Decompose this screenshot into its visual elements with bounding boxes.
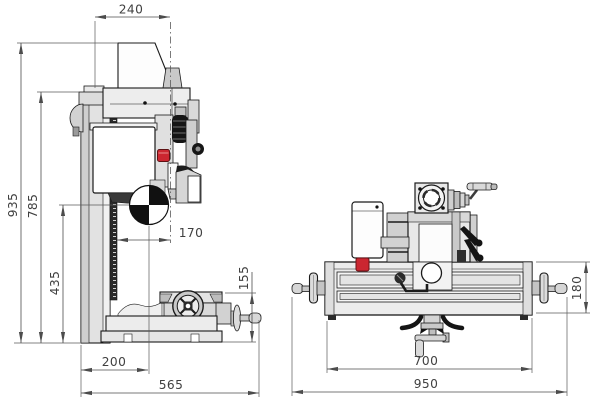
motor-housing-front — [351, 201, 410, 272]
dim-label-155: 155 — [237, 266, 251, 290]
spindle-crank-front — [447, 182, 498, 211]
spindle-nose-front — [394, 261, 453, 293]
dim-head-width-240: 240 — [94, 3, 170, 88]
dim-label-935: 935 — [6, 193, 20, 217]
x-handwheel-right — [531, 272, 568, 304]
dim-throat-depth-170: 170 — [117, 226, 203, 243]
dim-total-height-935: 935 — [6, 42, 118, 344]
dim-label-180: 180 — [570, 276, 584, 300]
lock-levers-front — [460, 226, 484, 262]
side-view: 240 935 785 435 170 — [6, 3, 262, 397]
dim-table-height-155: 155 — [222, 266, 256, 343]
front-view: 180 700 950 — [291, 182, 590, 396]
table-foot-right — [520, 315, 528, 320]
column-boss — [69, 103, 84, 133]
dim-label-435: 435 — [48, 271, 62, 295]
x-handwheel-left — [291, 272, 326, 304]
centroid-symbol — [128, 184, 170, 226]
dim-overall-width-950: 950 — [291, 297, 568, 396]
dim-column-height-785: 785 — [26, 91, 79, 343]
machine-base-side — [100, 315, 223, 343]
dim-label-240: 240 — [119, 3, 143, 17]
table-foot-left — [328, 315, 336, 320]
spindle-assembly-side — [157, 106, 204, 204]
dim-spindle-center-height-435: 435 — [48, 204, 129, 343]
dim-label-170: 170 — [179, 226, 203, 240]
y-crank-side — [215, 302, 262, 332]
machine-head-side — [102, 42, 200, 188]
dim-label-700: 700 — [414, 354, 438, 368]
dim-table-length-700: 700 — [326, 318, 533, 373]
dim-base-to-spindle-200: 200 — [80, 345, 148, 397]
dim-label-565: 565 — [159, 378, 183, 392]
y-crank-front — [414, 332, 450, 358]
y-drive-under-table — [399, 314, 465, 358]
table-assembly-side — [117, 290, 262, 332]
dim-label-950: 950 — [414, 377, 438, 391]
fine-feed-dial-front — [414, 182, 449, 214]
motor-cap-side — [162, 67, 183, 89]
head-assembly-front — [351, 182, 498, 293]
dim-label-785: 785 — [26, 194, 40, 218]
drill-chuck-side — [172, 115, 188, 143]
dim-overall-depth-565: 565 — [81, 320, 260, 397]
x-handwheel-side — [172, 290, 204, 322]
dim-table-height-180: 180 — [536, 261, 590, 314]
dim-label-200: 200 — [102, 355, 126, 369]
red-switch-front — [355, 257, 370, 272]
red-switch-side — [157, 149, 170, 162]
